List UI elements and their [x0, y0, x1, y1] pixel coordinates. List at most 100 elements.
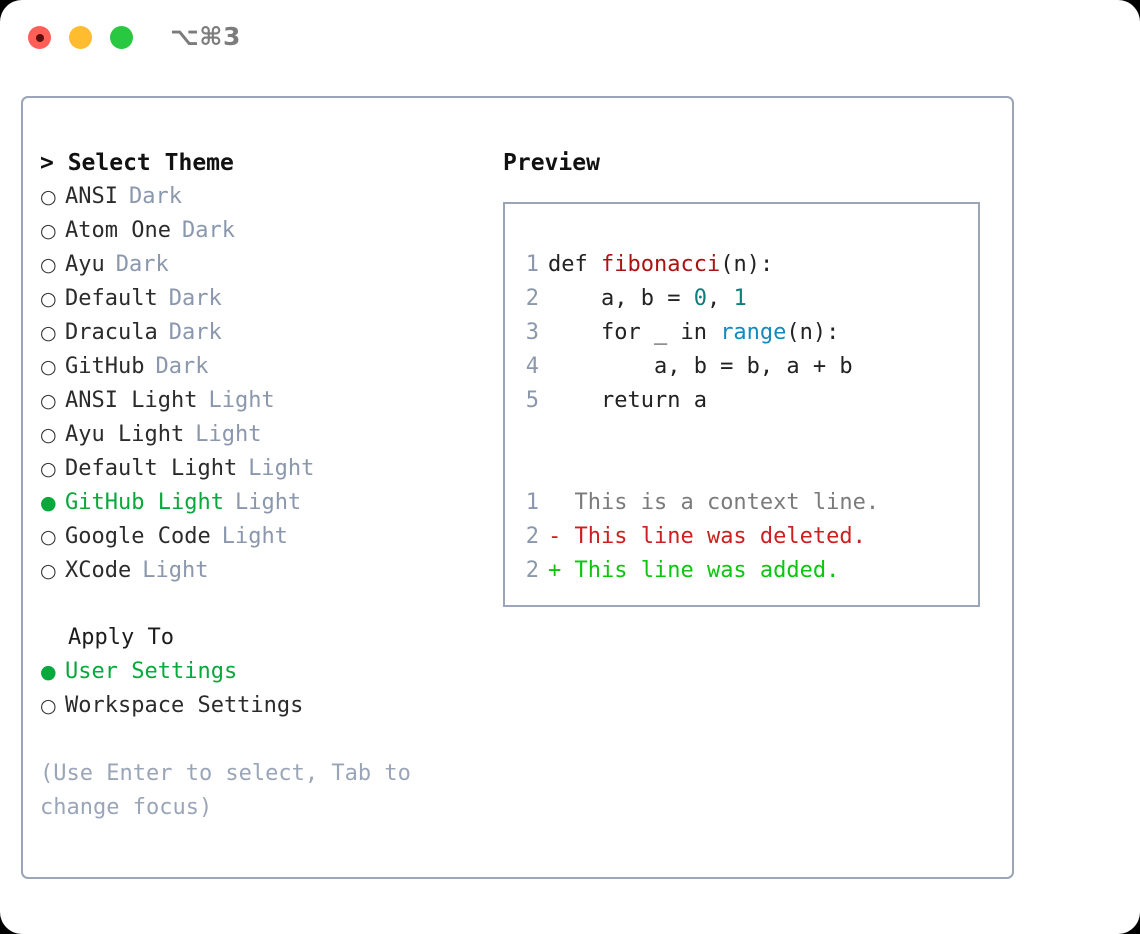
diff-line-deleted: 2 - This line was deleted.: [505, 520, 978, 554]
theme-option-label: Ayu: [65, 252, 105, 277]
code-line: 4 a, b = b, a + b: [505, 350, 978, 384]
theme-option-github-light[interactable]: ● GitHub Light Light: [40, 486, 490, 520]
radio-icon: ○: [40, 186, 57, 208]
theme-option-ayu-dark[interactable]: ○ Ayu Dark: [40, 248, 490, 282]
diff-marker: -: [548, 524, 562, 549]
apply-to-option-list: ● User Settings ○ Workspace Settings: [40, 655, 490, 723]
theme-option-tag: Light: [208, 388, 275, 413]
diff-sample: 1 This is a context line. 2 - This line …: [505, 486, 978, 588]
keyboard-hint-text: (Use Enter to select, Tab to change focu…: [40, 761, 425, 820]
radio-icon: ○: [40, 560, 57, 582]
keyboard-shortcut-label: ⌥⌘3: [170, 22, 241, 51]
title-bar: ⌥⌘3: [0, 0, 1140, 78]
theme-option-google-code[interactable]: ○ Google Code Light: [40, 520, 490, 554]
line-number: 1: [525, 490, 539, 515]
select-theme-header: > Select Theme: [40, 150, 234, 176]
theme-option-tag: Dark: [168, 320, 222, 345]
theme-option-atom-one-dark[interactable]: ○ Atom One Dark: [40, 214, 490, 248]
maximize-window-button[interactable]: [110, 26, 133, 49]
code-line: 2 a, b = 0, 1: [505, 282, 978, 316]
radio-icon: ○: [40, 526, 57, 548]
code-sample: 1 def fibonacci(n): 2 a, b = 0, 1 3 for …: [505, 248, 978, 418]
code-token: a, b =: [548, 286, 694, 311]
theme-option-label: XCode: [65, 558, 132, 583]
radio-icon: ○: [40, 254, 57, 276]
diff-text: This is a context line.: [561, 490, 880, 515]
radio-selected-icon: ●: [40, 661, 57, 683]
radio-icon: ○: [40, 288, 57, 310]
theme-option-tag: Light: [142, 558, 209, 583]
code-line: 5 return a: [505, 384, 978, 418]
radio-icon: ○: [40, 695, 57, 717]
diff-marker: +: [548, 558, 562, 583]
theme-option-label: GitHub Light: [65, 490, 224, 515]
theme-option-label: ANSI Light: [65, 388, 198, 413]
section-spacer: [40, 588, 490, 621]
apply-to-option-workspace-settings[interactable]: ○ Workspace Settings: [40, 689, 490, 723]
radio-selected-icon: ●: [40, 492, 57, 514]
code-blank-line: [505, 452, 978, 486]
theme-option-tag: Light: [221, 524, 288, 549]
theme-option-label: Google Code: [65, 524, 211, 549]
code-blank-line: [505, 418, 978, 452]
line-number: 5: [525, 388, 539, 413]
theme-option-label: Ayu Light: [65, 422, 185, 447]
minimize-window-button[interactable]: [69, 26, 92, 49]
diff-marker: [548, 486, 561, 520]
apply-to-option-user-settings[interactable]: ● User Settings: [40, 655, 490, 689]
theme-option-tag: Dark: [128, 184, 182, 209]
theme-option-tag: Light: [234, 490, 302, 515]
theme-picker-column: > Select Theme ○ ANSI Dark ○ Atom One Da…: [40, 146, 490, 825]
code-token: a, b = b, a + b: [548, 354, 853, 379]
theme-option-label: GitHub: [65, 354, 145, 379]
diff-text: This line was added.: [561, 558, 840, 583]
radio-icon: ○: [40, 220, 57, 242]
code-token: return a: [548, 388, 707, 413]
apply-to-header: Apply To: [68, 625, 174, 650]
radio-icon: ○: [40, 424, 57, 446]
theme-option-default-light[interactable]: ○ Default Light Light: [40, 452, 490, 486]
theme-option-tag: Dark: [181, 218, 235, 243]
line-number: 1: [525, 252, 539, 277]
theme-option-ansi-dark[interactable]: ○ ANSI Dark: [40, 180, 490, 214]
theme-option-ansi-light[interactable]: ○ ANSI Light Light: [40, 384, 490, 418]
line-number: 4: [525, 354, 539, 379]
theme-option-label: Default Light: [65, 456, 238, 481]
code-token: ,: [706, 286, 734, 311]
preview-header: Preview: [503, 150, 600, 176]
preview-box: 1 def fibonacci(n): 2 a, b = 0, 1 3 for …: [503, 202, 980, 607]
code-token: (n):: [720, 252, 774, 277]
theme-option-label: Default: [65, 286, 158, 311]
apply-to-option-label: User Settings: [65, 659, 238, 684]
line-number: 2: [525, 524, 539, 549]
theme-option-xcode[interactable]: ○ XCode Light: [40, 554, 490, 588]
code-token-number: 0: [693, 286, 707, 311]
code-line: 3 for _ in range(n):: [505, 316, 978, 350]
code-token: for _ in: [548, 320, 721, 345]
line-number: 3: [525, 320, 539, 345]
theme-option-default-dark[interactable]: ○ Default Dark: [40, 282, 490, 316]
line-number: 2: [525, 558, 539, 583]
preview-column: Preview 1 def fibonacci(n): 2 a, b = 0, …: [503, 146, 993, 607]
close-window-button[interactable]: [28, 26, 51, 49]
diff-line-context: 1 This is a context line.: [505, 486, 978, 520]
theme-option-tag: Light: [248, 456, 315, 481]
theme-option-dracula-dark[interactable]: ○ Dracula Dark: [40, 316, 490, 350]
theme-option-label: Atom One: [65, 218, 171, 243]
code-token-function: fibonacci: [600, 252, 721, 277]
theme-option-label: Dracula: [65, 320, 158, 345]
theme-option-ayu-light[interactable]: ○ Ayu Light Light: [40, 418, 490, 452]
code-token: (n):: [786, 320, 840, 345]
code-token-number: 1: [733, 286, 747, 311]
theme-option-github-dark[interactable]: ○ GitHub Dark: [40, 350, 490, 384]
code-token-call: range: [720, 320, 787, 345]
radio-icon: ○: [40, 458, 57, 480]
theme-option-tag: Light: [195, 422, 262, 447]
traffic-light-buttons: [28, 26, 133, 49]
theme-option-tag: Dark: [155, 354, 209, 379]
radio-icon: ○: [40, 356, 57, 378]
radio-icon: ○: [40, 390, 57, 412]
theme-option-tag: Dark: [168, 286, 222, 311]
theme-option-tag: Dark: [115, 252, 169, 277]
